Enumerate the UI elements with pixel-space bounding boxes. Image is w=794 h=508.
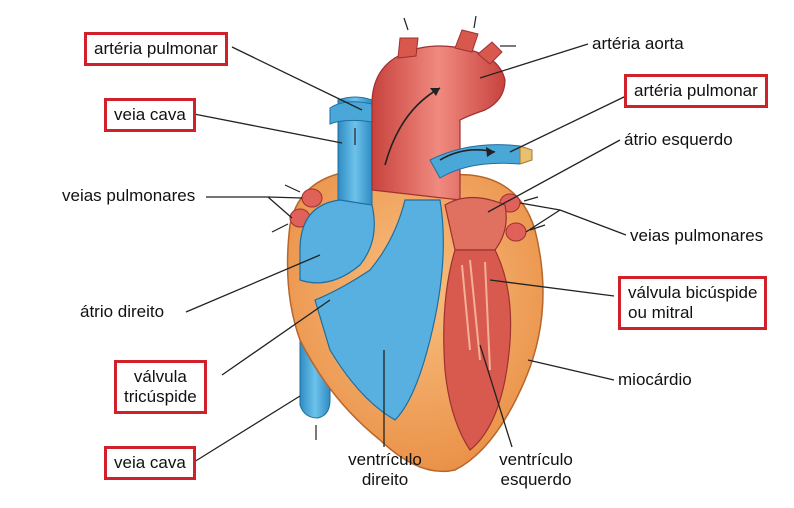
label-arteria-pulmonar-right: artéria pulmonar: [624, 74, 768, 108]
label-valvula-bicuspide-line2: ou mitral: [628, 303, 757, 323]
label-veias-pulmonares-left: veias pulmonares: [62, 186, 195, 206]
label-valvula-tricuspide-line1: válvula: [124, 367, 197, 387]
label-miocardio: miocárdio: [618, 370, 692, 390]
label-veia-cava-top: veia cava: [104, 98, 196, 132]
flow-arrow-pv-l2: [272, 224, 288, 232]
left-atrium: [445, 198, 506, 251]
label-valvula-tricuspide-line2: tricúspide: [124, 387, 197, 407]
label-ventriculo-esquerdo-line2: esquerdo: [488, 470, 584, 490]
leader-veia-cava-bottom: [194, 396, 300, 462]
aorta-branch-2: [455, 30, 478, 52]
flow-arrow-top-1: [404, 18, 408, 30]
label-ventriculo-esquerdo-line1: ventrículo: [488, 450, 584, 470]
flow-arrow-pv-r1: [524, 197, 538, 201]
label-atrio-esquerdo: átrio esquerdo: [624, 130, 733, 150]
aorta-arch: [372, 46, 505, 200]
pulmonary-vein-right-2: [506, 223, 526, 241]
label-atrio-direito: átrio direito: [80, 302, 164, 322]
leader-miocardio: [528, 360, 614, 380]
pulmonary-vein-left-1: [302, 189, 322, 207]
leader-veias-pulmonares-right: [560, 210, 626, 235]
label-ventriculo-direito-line1: ventrículo: [340, 450, 430, 470]
label-ventriculo-esquerdo: ventrículo esquerdo: [488, 450, 584, 490]
leader-arteria-pulmonar-right: [510, 96, 626, 152]
label-veias-pulmonares-right: veias pulmonares: [630, 226, 763, 246]
label-arteria-pulmonar-left: artéria pulmonar: [84, 32, 228, 66]
flow-arrow-top-2: [474, 16, 476, 28]
leader-arteria-pulmonar-left: [232, 47, 362, 110]
aorta-branch-1: [398, 38, 418, 58]
label-valvula-bicuspide-line1: válvula bicúspide: [628, 283, 757, 303]
label-arteria-aorta: artéria aorta: [592, 34, 684, 54]
flow-arrow-pv-l1: [285, 185, 300, 192]
label-ventriculo-direito: ventrículo direito: [340, 450, 430, 490]
label-valvula-tricuspide: válvula tricúspide: [114, 360, 207, 414]
leader-veia-cava-top: [194, 114, 342, 143]
label-veia-cava-bottom: veia cava: [104, 446, 196, 480]
label-valvula-bicuspide: válvula bicúspide ou mitral: [618, 276, 767, 330]
label-ventriculo-direito-line2: direito: [340, 470, 430, 490]
